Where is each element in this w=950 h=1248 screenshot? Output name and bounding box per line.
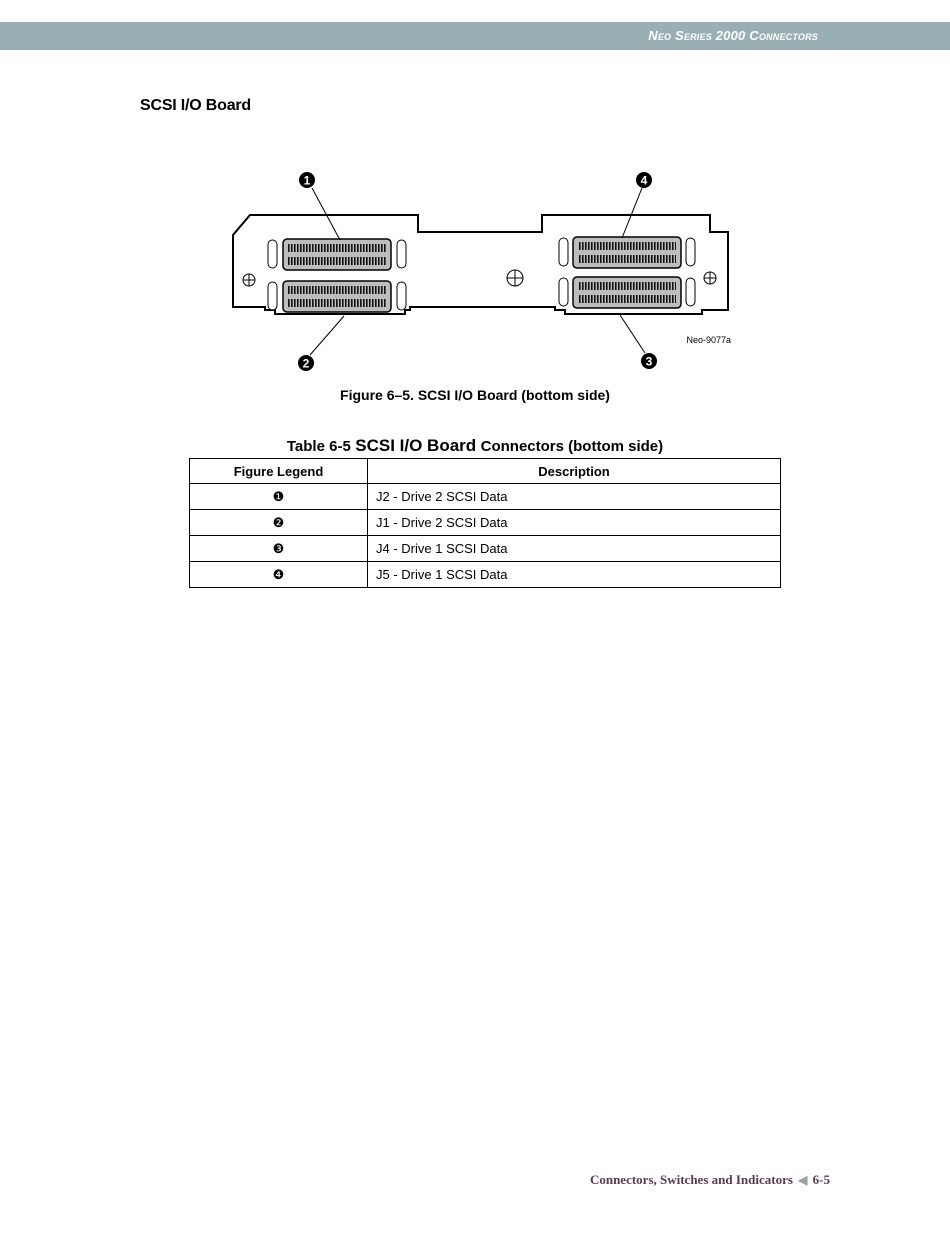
table-header-row: Figure Legend Description [189, 458, 781, 484]
board-diagram: 1 4 2 3 Neo-9077a [232, 172, 731, 371]
connector-j5 [572, 236, 682, 269]
legend-cell: ❹ [189, 561, 368, 588]
description-cell: J1 - Drive 2 SCSI Data [367, 509, 781, 536]
connector-table: Figure Legend Description ❶ J2 - Drive 2… [189, 458, 781, 588]
figure-caption: Figure 6–5. SCSI I/O Board (bottom side) [340, 387, 610, 403]
leader-lines [309, 187, 646, 356]
table-row: ❸ J4 - Drive 1 SCSI Data [189, 535, 781, 562]
connector-j2 [282, 238, 392, 271]
mounting-hole-left [242, 273, 256, 287]
footer-page-number: 6-5 [812, 1172, 830, 1187]
footer-chapter: Connectors, Switches and Indicators [589, 1172, 793, 1187]
header-bar: Neo Series 2000 Connectors [0, 22, 950, 50]
header-figure-legend: Figure Legend [189, 458, 368, 484]
running-title: Neo Series 2000 Connectors [648, 28, 818, 43]
callout-2: 2 [298, 355, 314, 371]
legend-cell: ❷ [189, 509, 368, 536]
description-cell: J4 - Drive 1 SCSI Data [367, 535, 781, 562]
section-heading: SCSI I/O Board [140, 97, 251, 114]
callout-3: 3 [641, 353, 657, 369]
table-title-main: SCSI I/O Board [355, 436, 477, 455]
description-cell: J2 - Drive 2 SCSI Data [367, 483, 781, 510]
table-number: Table 6-5 [286, 438, 351, 455]
callout-2-label: 2 [303, 357, 310, 371]
figure-scsi-board: 1 4 2 3 Neo-9077a [0, 160, 950, 380]
drawing-id: Neo-9077a [686, 335, 731, 345]
table-title-rest: Connectors (bottom side) [480, 438, 664, 455]
legend-cell: ❶ [189, 483, 368, 510]
table-row: ❹ J5 - Drive 1 SCSI Data [189, 561, 781, 588]
connector-j1 [282, 280, 392, 313]
callout-1: 1 [299, 172, 315, 188]
connector-latches [267, 237, 696, 311]
header-description: Description [367, 458, 781, 484]
left-triangle-icon: ◀ [798, 1173, 808, 1187]
callout-1-label: 1 [304, 174, 311, 188]
callout-4-label: 4 [641, 174, 648, 188]
callout-4: 4 [636, 172, 652, 188]
page-footer: Connectors, Switches and Indicators ◀ 6-… [590, 1172, 830, 1188]
callout-3-label: 3 [646, 355, 653, 369]
connector-j4 [572, 276, 682, 309]
table-row: ❶ J2 - Drive 2 SCSI Data [189, 483, 781, 510]
mounting-hole-center [506, 269, 524, 287]
table-title: Table 6-5 SCSI I/O Board Connectors (bot… [0, 436, 950, 456]
mounting-hole-right [703, 271, 717, 285]
legend-cell: ❸ [189, 535, 368, 562]
table-row: ❷ J1 - Drive 2 SCSI Data [189, 509, 781, 536]
description-cell: J5 - Drive 1 SCSI Data [367, 561, 781, 588]
